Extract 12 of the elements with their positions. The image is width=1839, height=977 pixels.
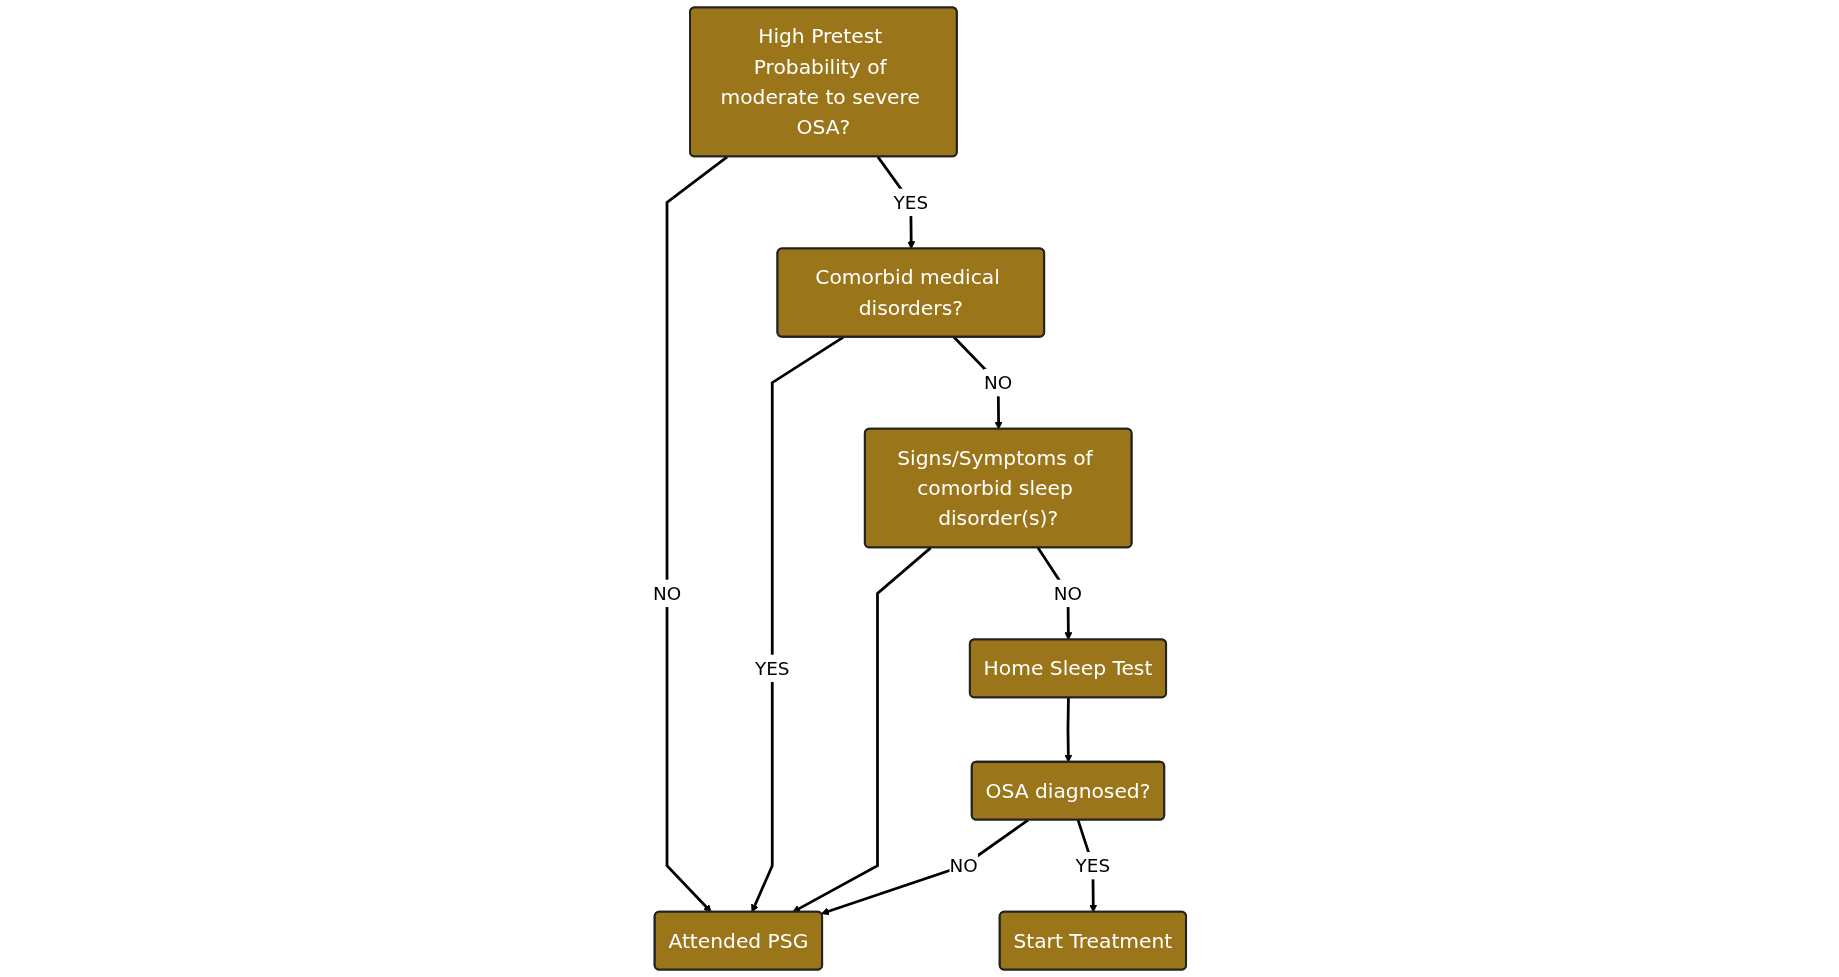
arrow <box>792 546 932 913</box>
arrow <box>665 155 728 913</box>
arrow <box>821 819 1029 916</box>
edge-label: NO <box>984 371 1013 394</box>
edge-label: NO <box>652 582 682 605</box>
edge-label: NO <box>1053 582 1083 605</box>
edge-label: NO <box>949 854 978 877</box>
arrow <box>1064 697 1073 763</box>
arrow <box>751 336 845 913</box>
edge-label: YES <box>893 191 929 214</box>
edge-label: YES <box>754 657 790 680</box>
edge-label: YES <box>1075 854 1111 877</box>
